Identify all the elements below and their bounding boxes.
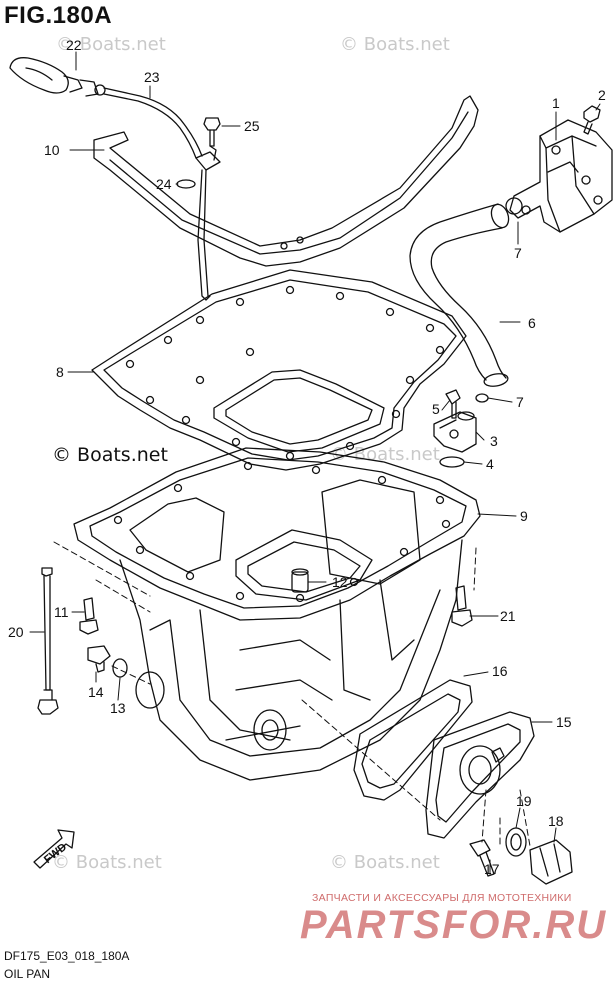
cover-15 — [425, 711, 535, 839]
label-16: 16 — [492, 663, 508, 679]
cover-plate-10 — [93, 95, 479, 267]
bolt-5 — [445, 389, 461, 419]
label-17: 17 — [484, 861, 500, 877]
bolt-20 — [37, 567, 59, 715]
label-18: 18 — [548, 813, 564, 829]
alignment-lines — [53, 541, 531, 849]
label-9: 9 — [520, 508, 528, 524]
watermark-top-left: © Boats.net — [56, 34, 166, 55]
oil-pan-9 — [73, 447, 481, 781]
fitting-3 — [433, 411, 477, 453]
o-ring-24 — [176, 179, 196, 189]
label-13: 13 — [110, 700, 126, 716]
label-23: 23 — [144, 69, 160, 85]
o-ring-7-upper — [505, 197, 523, 215]
label-8: 8 — [56, 364, 64, 380]
washer-19 — [505, 827, 527, 857]
watermark-mid-center: © Boats.net — [330, 444, 440, 465]
bolt-21 — [451, 585, 473, 627]
label-1: 1 — [552, 95, 560, 111]
label-6: 6 — [528, 315, 536, 331]
label-21: 21 — [500, 608, 516, 624]
housing-1 — [509, 119, 613, 233]
label-10: 10 — [44, 142, 60, 158]
label-7-lower: 7 — [516, 394, 524, 410]
figure-caption: OIL PAN — [4, 967, 51, 981]
watermark-bottom-left: © Boats.net — [52, 852, 162, 873]
o-ring-7-lower — [475, 393, 489, 403]
label-19: 19 — [516, 793, 532, 809]
gasket-16 — [353, 679, 473, 801]
label-4: 4 — [486, 456, 494, 472]
label-7-upper: 7 — [514, 245, 522, 261]
figure-title: FIG.180A — [4, 2, 113, 29]
bolt-2 — [583, 105, 601, 135]
o-ring-4 — [439, 456, 465, 468]
bolt-25 — [203, 117, 221, 147]
shop-tagline: ЗАПЧАСТИ И АКСЕССУАРЫ ДЛЯ МОТОТЕХНИКИ — [312, 892, 572, 904]
label-11: 11 — [54, 604, 69, 620]
part-labels: 22 23 25 10 24 1 2 7 6 8 7 5 3 4 9 11 12… — [8, 37, 606, 877]
label-25: 25 — [244, 118, 260, 134]
watermark-bottom-center: © Boats.net — [330, 852, 440, 873]
watermark-top-right: © Boats.net — [340, 34, 450, 55]
label-15: 15 — [556, 714, 572, 730]
leader-lines — [29, 51, 601, 875]
washer-13 — [112, 658, 128, 678]
bolt-11 — [79, 597, 99, 635]
figure-code: DF175_E03_018_180A — [4, 949, 130, 963]
label-3: 3 — [490, 433, 498, 449]
fwd-arrow-icon: FWD — [33, 829, 75, 869]
label-20: 20 — [8, 624, 24, 640]
plug-14 — [87, 645, 111, 673]
label-14: 14 — [88, 684, 104, 700]
watermark-mid-left: © Boats.net — [52, 444, 168, 466]
label-22: 22 — [66, 37, 82, 53]
label-2: 2 — [598, 87, 606, 103]
dipstick-assembly — [9, 57, 221, 301]
shop-logo: PARTSFOR.RU — [300, 903, 608, 947]
label-24: 24 — [156, 176, 172, 192]
drain-plug-18 — [529, 839, 573, 885]
label-12: 12 — [332, 574, 348, 590]
hose-6 — [409, 203, 510, 387]
label-5: 5 — [432, 401, 440, 417]
gasket-8 — [91, 269, 467, 471]
